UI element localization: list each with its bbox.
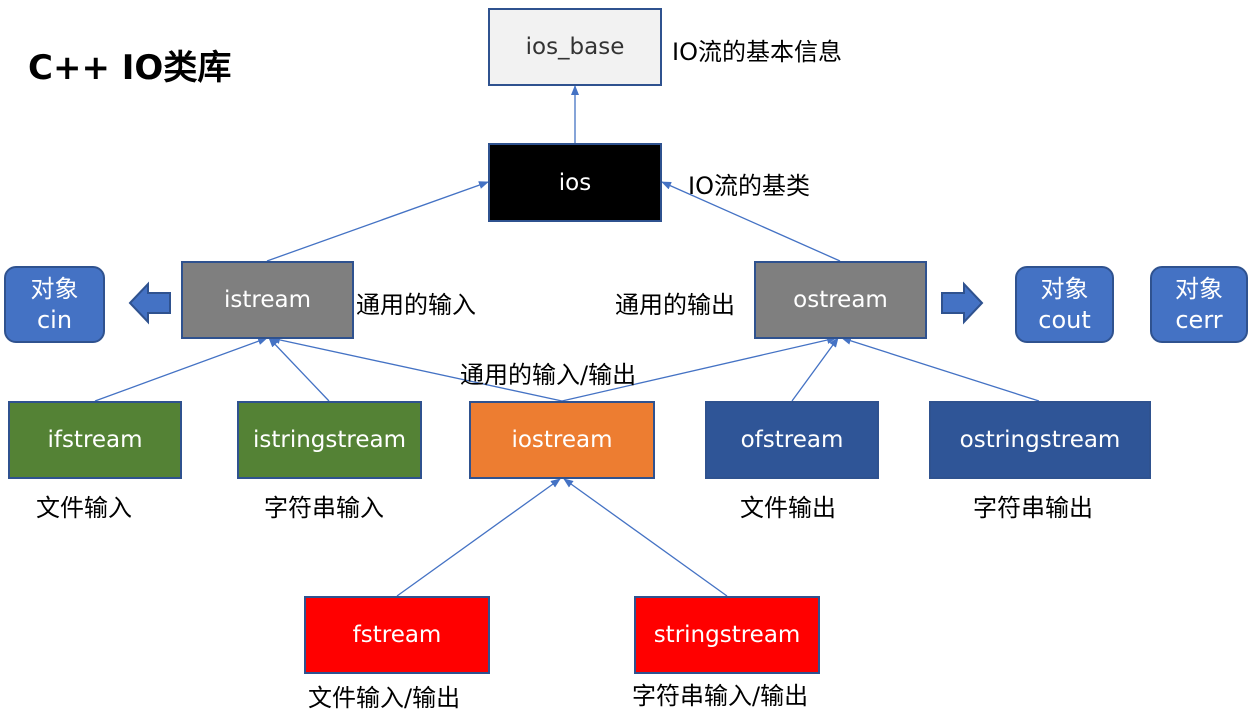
label-ios-base: IO流的基本信息 — [672, 38, 842, 66]
right-block-arrow-icon — [941, 281, 984, 325]
node-ifstream: ifstream — [8, 401, 182, 479]
node-stringstream: stringstream — [634, 596, 820, 674]
connector-iostream-to-istream — [270, 335, 563, 402]
object-cout-line1: 对象 — [1040, 274, 1089, 303]
label-ofstream: 文件输出 — [740, 494, 836, 522]
node-fstream: fstream — [304, 596, 490, 674]
node-ios: ios — [488, 143, 662, 222]
label-stringstream: 字符串输入/输出 — [632, 682, 809, 710]
object-cerr-line1: 对象 — [1175, 274, 1223, 303]
label-ios: IO流的基类 — [688, 172, 810, 200]
connector-istringstream-to-istream — [268, 337, 330, 402]
object-cin: 对象 cin — [4, 266, 105, 343]
node-istream: istream — [181, 261, 354, 339]
node-ostream: ostream — [754, 261, 927, 339]
object-cerr: 对象 cerr — [1150, 266, 1248, 343]
node-ofstream: ofstream — [705, 401, 879, 479]
connector-ostringstream-to-ostream — [841, 336, 1040, 402]
object-cin-line1: 对象 — [30, 274, 79, 303]
connector-stringstream-to-iostream — [563, 478, 728, 597]
connector-ostream-to-ios — [661, 181, 841, 262]
label-istream: 通用的输入 — [356, 291, 476, 319]
node-ostringstream: ostringstream — [929, 401, 1151, 479]
node-ios-base: ios_base — [488, 8, 662, 86]
object-cerr-line2: cerr — [1175, 305, 1223, 334]
connector-fstream-to-iostream — [396, 478, 561, 597]
connector-ifstream-to-istream — [94, 337, 268, 402]
object-cin-line2: cin — [36, 305, 73, 334]
node-iostream: iostream — [469, 401, 655, 479]
node-istringstream: istringstream — [237, 401, 422, 479]
object-cout: 对象 cout — [1015, 266, 1114, 343]
diagram-title: C++ IO类库 — [28, 48, 232, 88]
label-fstream: 文件输入/输出 — [308, 684, 461, 712]
label-ostringstream: 字符串输出 — [973, 494, 1093, 522]
connector-ofstream-to-ostream — [791, 337, 839, 402]
connector-istream-to-ios — [266, 181, 489, 262]
left-block-arrow-icon — [128, 281, 171, 325]
connector-iostream-to-ostream — [561, 336, 837, 402]
label-ostream: 通用的输出 — [615, 291, 735, 319]
object-cout-line2: cout — [1038, 305, 1091, 334]
label-iostream: 通用的输入/输出 — [460, 361, 637, 389]
label-istringstream: 字符串输入 — [264, 494, 384, 522]
label-ifstream: 文件输入 — [36, 494, 132, 522]
